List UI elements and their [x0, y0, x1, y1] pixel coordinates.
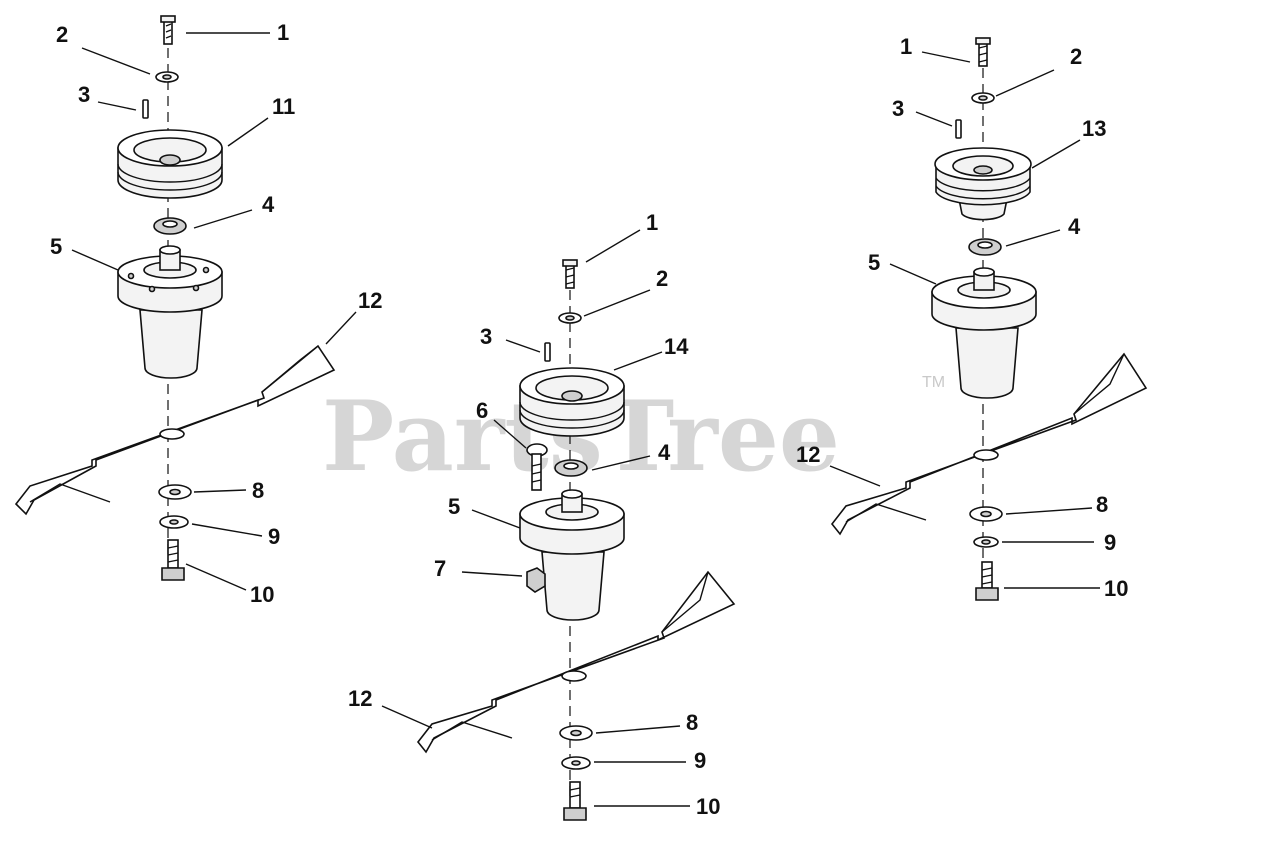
- left-lock-washer[interactable]: [159, 515, 189, 529]
- center-key[interactable]: [544, 342, 551, 362]
- callout-center-6: 6: [476, 398, 488, 423]
- callout-center-10: 10: [696, 794, 720, 819]
- callout-left-1: 1: [277, 20, 289, 45]
- watermark-trademark: TM: [922, 374, 945, 391]
- callout-center-1: 1: [646, 210, 658, 235]
- center-assembly: 1 2 3 14 6 4 5 7 12 8 9 10: [348, 210, 736, 821]
- left-washer[interactable]: [155, 71, 179, 83]
- right-pulley[interactable]: [934, 147, 1032, 221]
- callout-left-11: 11: [272, 94, 295, 119]
- callout-left-12: 12: [358, 288, 382, 313]
- callout-center-9: 9: [694, 748, 706, 773]
- left-key[interactable]: [142, 99, 149, 119]
- right-blade-bolt[interactable]: [975, 561, 999, 601]
- center-carriage-bolt[interactable]: [526, 443, 548, 491]
- callout-left-8: 8: [252, 478, 264, 503]
- left-spacer[interactable]: [153, 217, 187, 235]
- right-key[interactable]: [955, 119, 962, 139]
- callout-center-7: 7: [434, 556, 446, 581]
- callout-right-3: 3: [892, 96, 904, 121]
- callout-right-2: 2: [1070, 44, 1082, 69]
- callout-right-8: 8: [1096, 492, 1108, 517]
- callout-center-5: 5: [448, 494, 460, 519]
- left-spindle-housing[interactable]: [117, 245, 223, 379]
- callout-center-4: 4: [658, 440, 671, 465]
- center-spacer[interactable]: [554, 459, 588, 477]
- callout-center-2: 2: [656, 266, 668, 291]
- left-assembly: 1 2 3 11 4 5 12 8 9 10: [14, 15, 382, 607]
- center-washer[interactable]: [558, 312, 582, 324]
- left-callouts: 1 2 3 11 4 5 12 8 9 10: [50, 20, 382, 607]
- callout-left-9: 9: [268, 524, 280, 549]
- callout-left-3: 3: [78, 82, 90, 107]
- callout-left-2: 2: [56, 22, 68, 47]
- left-blade-bolt[interactable]: [161, 539, 185, 581]
- callout-left-10: 10: [250, 582, 274, 607]
- callout-right-10: 10: [1104, 576, 1128, 601]
- right-washer[interactable]: [971, 92, 995, 104]
- center-blade-washer[interactable]: [559, 725, 593, 741]
- center-pulley[interactable]: [519, 367, 625, 437]
- center-lock-washer[interactable]: [561, 756, 591, 770]
- center-blade[interactable]: [416, 570, 736, 754]
- center-callouts: 1 2 3 14 6 4 5 7 12 8 9 10: [348, 210, 720, 819]
- right-assembly: 1 2 3 13 4 5 12 8 9 10: [796, 34, 1148, 601]
- callout-right-9: 9: [1104, 530, 1116, 555]
- right-callouts: 1 2 3 13 4 5 12 8 9 10: [796, 34, 1128, 601]
- right-spacer[interactable]: [968, 238, 1002, 256]
- callout-left-4: 4: [262, 192, 275, 217]
- right-hex-bolt[interactable]: [975, 37, 991, 67]
- left-hex-bolt[interactable]: [160, 15, 176, 45]
- callout-right-13: 13: [1082, 116, 1106, 141]
- callout-left-5: 5: [50, 234, 62, 259]
- center-spindle-housing[interactable]: [519, 489, 625, 621]
- callout-center-14: 14: [664, 334, 689, 359]
- left-blade[interactable]: [14, 344, 336, 516]
- callout-center-3: 3: [480, 324, 492, 349]
- center-blade-bolt[interactable]: [563, 781, 587, 821]
- left-blade-washer[interactable]: [158, 484, 192, 500]
- right-blade[interactable]: [830, 352, 1148, 536]
- center-hex-bolt[interactable]: [562, 259, 578, 289]
- center-nut[interactable]: [526, 567, 546, 593]
- callout-right-5: 5: [868, 250, 880, 275]
- callout-right-1: 1: [900, 34, 912, 59]
- callout-right-12: 12: [796, 442, 820, 467]
- callout-center-8: 8: [686, 710, 698, 735]
- right-lock-washer[interactable]: [973, 536, 999, 548]
- left-pulley[interactable]: [117, 129, 223, 199]
- callout-center-12: 12: [348, 686, 372, 711]
- right-blade-washer[interactable]: [969, 506, 1003, 522]
- right-spindle-housing[interactable]: [931, 267, 1037, 399]
- callout-right-4: 4: [1068, 214, 1081, 239]
